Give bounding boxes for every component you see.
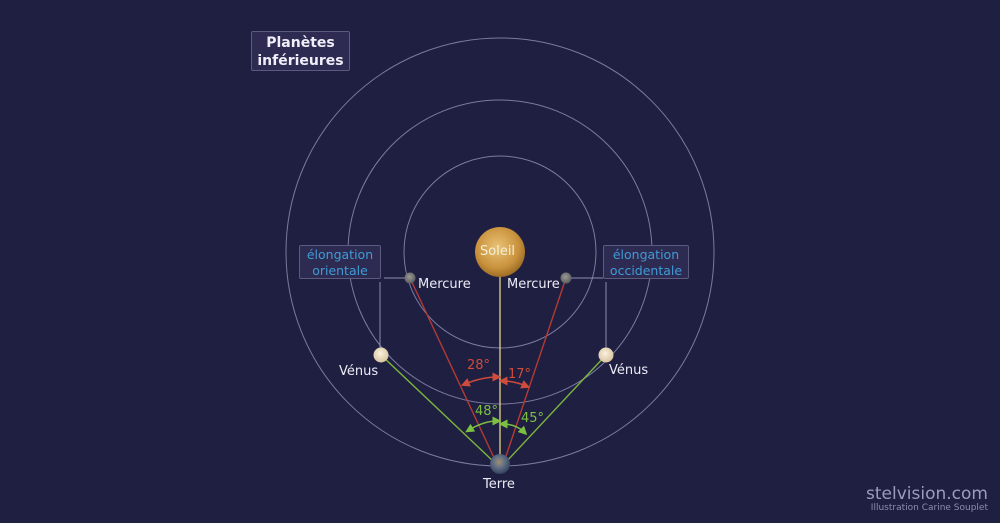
venus-west-label: Vénus [609, 363, 649, 378]
mercury-east-arc [460, 372, 502, 387]
mercury-east-label: Mercure [418, 277, 471, 292]
author-credit: Illustration Carine Souplet [870, 503, 988, 513]
elongation-connectors [379, 277, 607, 352]
sun [475, 227, 525, 277]
western-elongation-line-2: occidentale [609, 263, 683, 278]
venus-west [598, 347, 614, 363]
title-box: Planètes inférieures [251, 31, 350, 71]
venus-west-angle: 45° [521, 411, 545, 426]
title-line-1: Planètes [266, 35, 335, 51]
mercury-west-arc [498, 376, 531, 389]
earth [490, 454, 510, 474]
venus-west-arc [498, 419, 528, 436]
eastern-elongation-box: élongation orientale [299, 245, 381, 279]
venus-east [373, 347, 389, 363]
mercury-west-label: Mercure [507, 277, 560, 292]
venus-east-angle: 48° [475, 404, 499, 419]
mercury-west-angle: 17° [508, 367, 532, 382]
title-line-2: inférieures [257, 53, 344, 69]
eastern-elongation-line-2: orientale [312, 263, 368, 278]
venus-east-label: Vénus [339, 364, 379, 379]
mercury-east-angle: 28° [467, 358, 491, 373]
venus-west-line [505, 354, 607, 463]
western-elongation-line-1: élongation [612, 247, 680, 262]
western-elongation-box: élongation occidentale [603, 245, 689, 279]
earth-label: Terre [483, 477, 515, 492]
eastern-elongation-line-1: élongation [306, 247, 374, 262]
mercury-west [560, 272, 572, 284]
venus-east-line [380, 354, 495, 463]
venus-east-arc [465, 416, 502, 433]
site-credit: stelvision.com [866, 484, 988, 504]
sun-label: Soleil [480, 244, 516, 259]
mercury-east [404, 272, 416, 284]
